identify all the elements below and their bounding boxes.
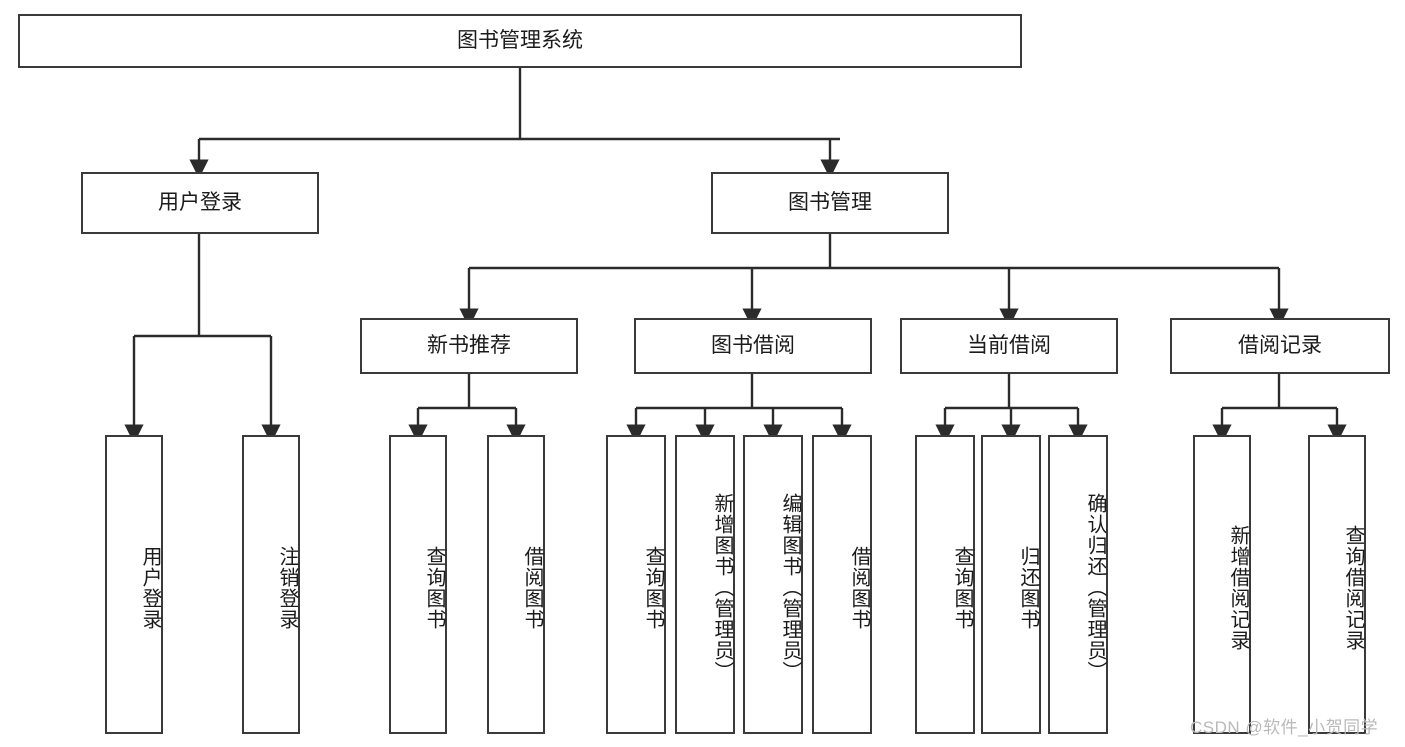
leaf-current-borrow-confirm-return[interactable]: 确认归还（管理员）	[1048, 435, 1108, 734]
node-root[interactable]: 图书管理系统	[18, 14, 1022, 68]
node-book-management[interactable]: 图书管理	[711, 172, 949, 234]
leaf-label: 注销登录	[276, 545, 298, 630]
leaf-label: 编辑图书（管理员）	[779, 493, 801, 682]
leaf-label: 查询图书	[423, 545, 445, 630]
leaf-label: 确认归还（管理员）	[1084, 493, 1106, 682]
node-current-borrow[interactable]: 当前借阅	[900, 318, 1118, 374]
leaf-user-login-logout[interactable]: 注销登录	[242, 435, 300, 734]
leaf-label: 查询图书	[642, 545, 664, 630]
node-book-management-label: 图书管理	[788, 190, 872, 214]
leaf-current-borrow-return-book[interactable]: 归还图书	[981, 435, 1041, 734]
leaf-borrow-record-query-record[interactable]: 查询借阅记录	[1308, 435, 1366, 734]
leaf-label: 新增图书（管理员）	[711, 493, 733, 682]
leaf-current-borrow-query-book[interactable]: 查询图书	[915, 435, 975, 734]
node-user-login-label: 用户登录	[158, 190, 242, 214]
leaf-book-borrow-query-book[interactable]: 查询图书	[606, 435, 666, 734]
node-root-label: 图书管理系统	[457, 28, 583, 52]
leaf-borrow-record-add-record[interactable]: 新增借阅记录	[1193, 435, 1251, 734]
leaf-label: 用户登录	[139, 545, 161, 630]
node-book-borrow[interactable]: 图书借阅	[634, 318, 872, 374]
leaf-new-book-query-book[interactable]: 查询图书	[389, 435, 447, 734]
leaf-book-borrow-borrow-book[interactable]: 借阅图书	[812, 435, 872, 734]
node-borrow-record-label: 借阅记录	[1238, 333, 1322, 357]
leaf-new-book-borrow-book[interactable]: 借阅图书	[487, 435, 545, 734]
node-borrow-record[interactable]: 借阅记录	[1170, 318, 1390, 374]
node-new-book-recommend[interactable]: 新书推荐	[360, 318, 578, 374]
leaf-label: 新增借阅记录	[1227, 524, 1249, 651]
leaf-book-borrow-add-book[interactable]: 新增图书（管理员）	[675, 435, 735, 734]
csdn-watermark: CSDN @软件_小贺同学	[1190, 718, 1379, 737]
node-new-book-recommend-label: 新书推荐	[427, 333, 511, 357]
leaf-book-borrow-edit-book[interactable]: 编辑图书（管理员）	[743, 435, 803, 734]
leaf-label: 借阅图书	[521, 545, 543, 630]
leaf-label: 借阅图书	[848, 545, 870, 630]
leaf-label: 查询图书	[951, 545, 973, 630]
node-current-borrow-label: 当前借阅	[967, 333, 1051, 357]
node-user-login[interactable]: 用户登录	[81, 172, 319, 234]
node-book-borrow-label: 图书借阅	[711, 333, 795, 357]
leaf-user-login-login[interactable]: 用户登录	[105, 435, 163, 734]
leaf-label: 归还图书	[1017, 545, 1039, 630]
leaf-label: 查询借阅记录	[1342, 524, 1364, 651]
